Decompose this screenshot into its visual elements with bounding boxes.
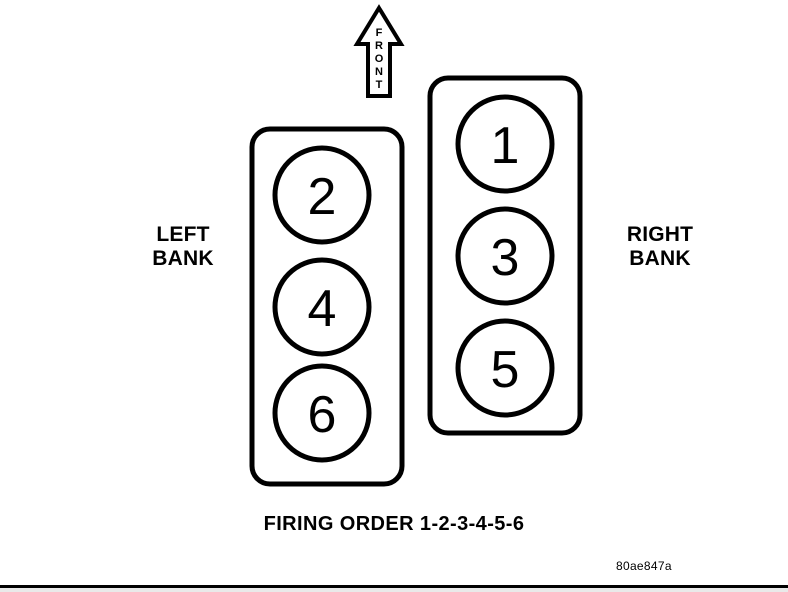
front-arrow-icon: F R O N T <box>353 4 405 98</box>
cylinder-circle-2 <box>272 145 372 245</box>
left-bank-label: LEFT BANK <box>152 223 214 270</box>
footer-area <box>0 588 788 592</box>
left-bank-block: 2 4 6 <box>249 126 405 487</box>
cylinder-number-1: 1 <box>491 117 520 175</box>
firing-order-label: FIRING ORDER 1-2-3-4-5-6 <box>263 513 525 535</box>
cylinder-circle-5 <box>455 318 555 418</box>
cylinder-number-3: 3 <box>491 229 520 287</box>
cylinder-number-2: 2 <box>308 168 337 226</box>
bottom-divider <box>0 585 788 588</box>
cylinder-circle-6 <box>272 363 372 463</box>
front-letter-f: F <box>376 27 383 39</box>
image-code-label: 80ae847a <box>616 559 672 573</box>
cylinder-circle-4 <box>272 257 372 357</box>
cylinder-circle-3 <box>455 206 555 306</box>
cylinder-number-4: 4 <box>308 280 337 338</box>
cylinder-number-5: 5 <box>491 341 520 399</box>
front-letter-t: T <box>376 79 383 91</box>
right-bank-block: 1 3 5 <box>427 75 583 436</box>
right-bank-label: RIGHT BANK <box>626 223 694 270</box>
front-letter-n: N <box>375 66 383 78</box>
front-letter-r: R <box>375 40 383 52</box>
front-letter-o: O <box>375 53 384 65</box>
cylinder-circle-1 <box>455 94 555 194</box>
cylinder-number-6: 6 <box>308 386 337 444</box>
